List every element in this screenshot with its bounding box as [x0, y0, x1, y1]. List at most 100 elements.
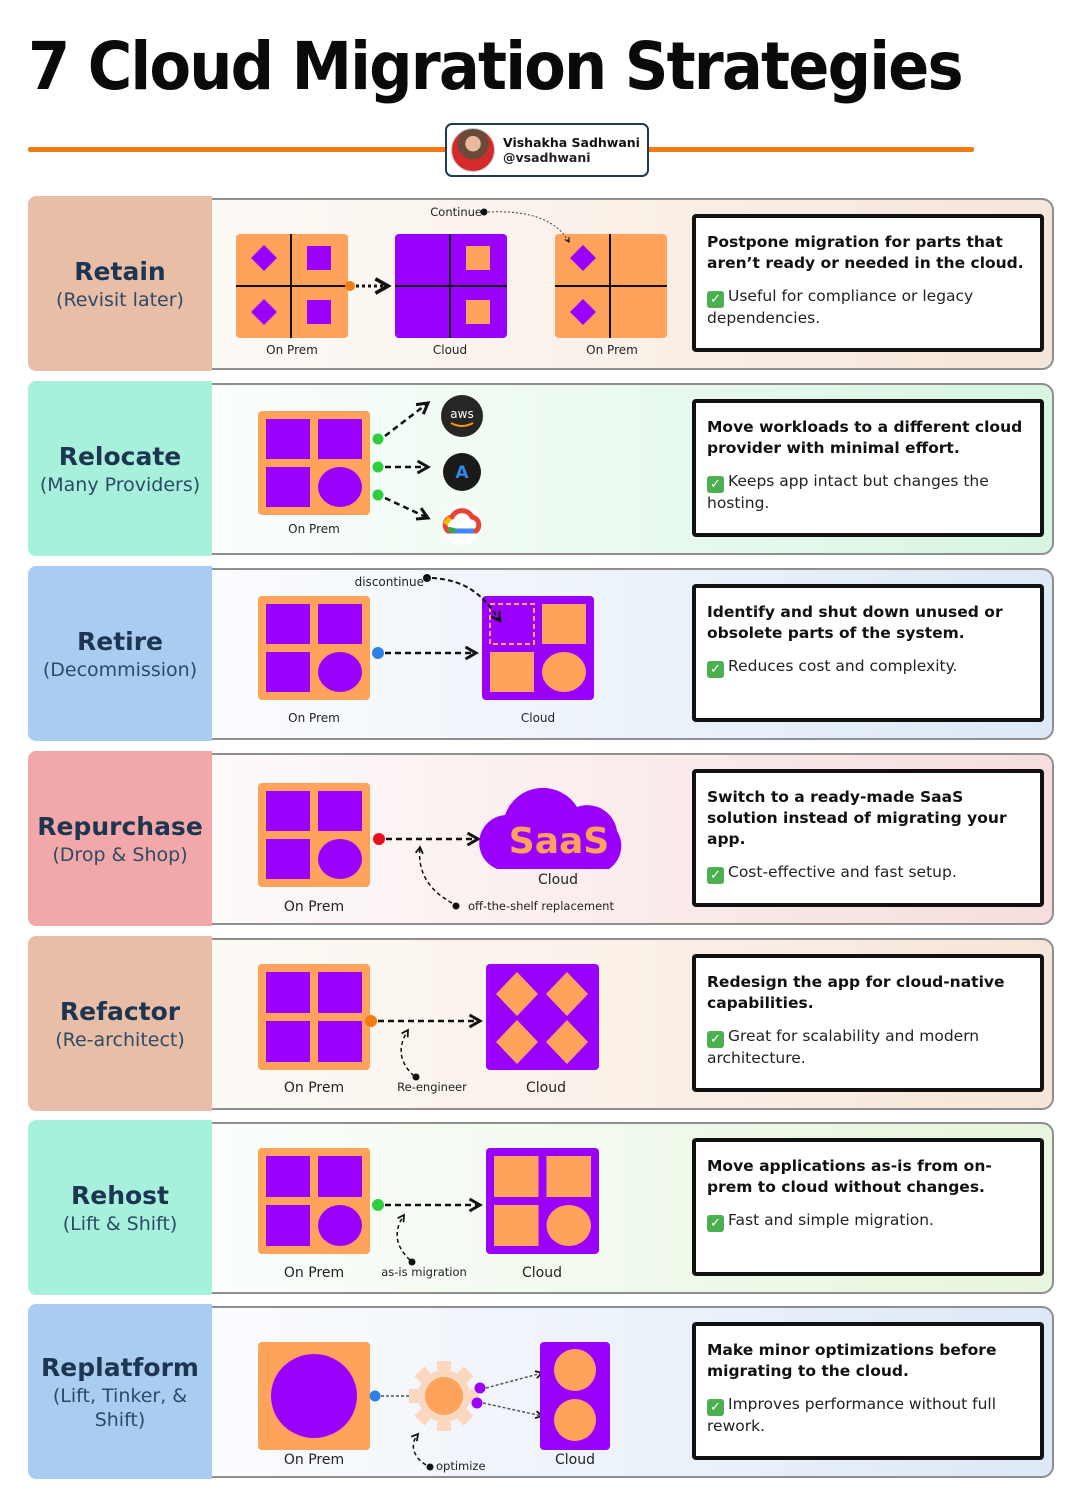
strategy-row-replatform: Replatform (Lift, Tinker, & Shift) Make …	[28, 1304, 1054, 1479]
check-icon: ✓	[707, 661, 724, 678]
cloud-label: Cloud	[522, 1265, 562, 1281]
strategy-subtitle: (Many Providers)	[39, 473, 201, 496]
component-diamond	[570, 245, 596, 271]
benefit-text: Cost-effective and fast setup.	[728, 863, 957, 881]
on-prem-block	[258, 783, 370, 887]
component-square	[542, 604, 586, 644]
connector-dot	[365, 1015, 377, 1027]
strategy-benefit: ✓Keeps app intact but changes the hostin…	[707, 471, 1028, 514]
component-diamond	[251, 245, 277, 271]
migration-diagram: On Prem Cloud On Prem Continue	[236, 205, 667, 357]
component-diamond	[570, 299, 596, 325]
connector-dot	[423, 574, 431, 582]
page-title: 7 Cloud Migration Strategies	[28, 28, 964, 105]
azure-text: A	[455, 463, 469, 483]
component-square	[318, 419, 362, 459]
connector-dot	[426, 1463, 434, 1471]
on-prem-block	[555, 234, 667, 338]
on-prem-block	[258, 411, 370, 515]
reengineer-annotation: Re-engineer	[397, 1080, 467, 1094]
strategy-label: Repurchase (Drop & Shop)	[28, 751, 212, 926]
on-prem-block	[258, 1342, 370, 1450]
strategy-card: Switch to a ready-made SaaS solution ins…	[692, 769, 1044, 907]
strategy-row-rehost: Rehost (Lift & Shift) Move applications …	[28, 1120, 1054, 1295]
strategy-subtitle: (Lift & Shift)	[62, 1212, 178, 1235]
cloud-label: Cloud	[521, 711, 555, 725]
component-square	[266, 652, 310, 692]
strategy-card: Postpone migration for parts that aren’t…	[692, 214, 1044, 352]
google-cloud-icon	[442, 505, 482, 545]
strategy-description: Switch to a ready-made SaaS solution ins…	[707, 788, 1007, 848]
component-square	[318, 1156, 362, 1197]
discontinue-annotation: discontinue	[355, 575, 424, 589]
component-diamond	[546, 972, 588, 1016]
on-prem-label: On Prem	[284, 1452, 344, 1468]
strategy-name: Retain	[74, 256, 166, 286]
strategy-row-refactor: Refactor (Re-architect) Redesign the app…	[28, 936, 1054, 1111]
reengineer-arrow	[400, 1028, 415, 1077]
on-prem-label: On Prem	[284, 1265, 344, 1281]
connector-dot	[471, 1397, 483, 1409]
component-square	[318, 972, 362, 1013]
azure-icon: A	[443, 453, 481, 491]
component-square	[466, 300, 490, 324]
strategy-card: Identify and shut down unused or obsolet…	[692, 584, 1044, 722]
cloud-block	[540, 1342, 610, 1450]
component-square	[266, 467, 310, 507]
component-square	[266, 839, 310, 879]
strategy-label: Refactor (Re-architect)	[28, 936, 212, 1111]
component-square	[266, 1156, 310, 1197]
component-circle	[318, 652, 362, 692]
connector-dot	[452, 902, 460, 910]
replacement-annotation: off-the-shelf replacement	[468, 899, 614, 913]
migration-arrow	[485, 1370, 544, 1389]
strategy-benefit: ✓Improves performance without full rewor…	[707, 1394, 1028, 1437]
component-square	[490, 652, 534, 692]
strategy-name: Replatform	[41, 1352, 199, 1382]
on-prem-label: On Prem	[586, 343, 638, 357]
component-square	[318, 791, 362, 831]
benefit-text: Reduces cost and complexity.	[728, 657, 958, 675]
strategy-subtitle: (Decommission)	[42, 658, 198, 681]
continue-annotation: Continue	[430, 205, 482, 219]
check-icon: ✓	[707, 291, 724, 308]
component-circle	[542, 652, 586, 692]
strategy-subtitle: (Drop & Shop)	[52, 843, 188, 866]
connector-dot	[408, 1258, 416, 1266]
component-square	[266, 1205, 310, 1246]
strategy-description: Identify and shut down unused or obsolet…	[707, 603, 1003, 642]
connector-dot	[372, 433, 384, 445]
connector-dot	[372, 647, 384, 659]
strategy-card: Make minor optimizations before migratin…	[692, 1322, 1044, 1460]
strategy-benefit: ✓Cost-effective and fast setup.	[707, 862, 1028, 884]
aws-text: aws	[450, 407, 473, 421]
on-prem-block	[258, 964, 370, 1070]
strategy-description: Postpone migration for parts that aren’t…	[707, 233, 1024, 272]
component-diamond	[251, 299, 277, 325]
component-square	[266, 419, 310, 459]
strategy-label: Replatform (Lift, Tinker, & Shift)	[28, 1304, 212, 1479]
component-square	[266, 972, 310, 1013]
component-square	[307, 300, 331, 324]
component-square	[494, 1205, 539, 1246]
optimize-annotation: optimize	[436, 1459, 486, 1473]
strategy-name: Retire	[76, 626, 163, 656]
cloud-label: Cloud	[433, 343, 467, 357]
cloud-block	[486, 964, 599, 1070]
migration-arrow	[482, 1402, 544, 1420]
component-square	[546, 1156, 591, 1197]
strategy-row-repurchase: Repurchase (Drop & Shop) Switch to a rea…	[28, 751, 1054, 926]
discontinue-arrow	[431, 577, 502, 624]
saas-text: SaaS	[509, 821, 609, 862]
on-prem-block	[258, 596, 370, 700]
on-prem-label: On Prem	[266, 343, 318, 357]
connector-dot	[373, 833, 385, 845]
cloud-block	[395, 234, 507, 338]
connector-dot	[345, 281, 355, 291]
author-badge[interactable]: Vishakha Sadhwani @vsadhwani	[445, 123, 649, 177]
